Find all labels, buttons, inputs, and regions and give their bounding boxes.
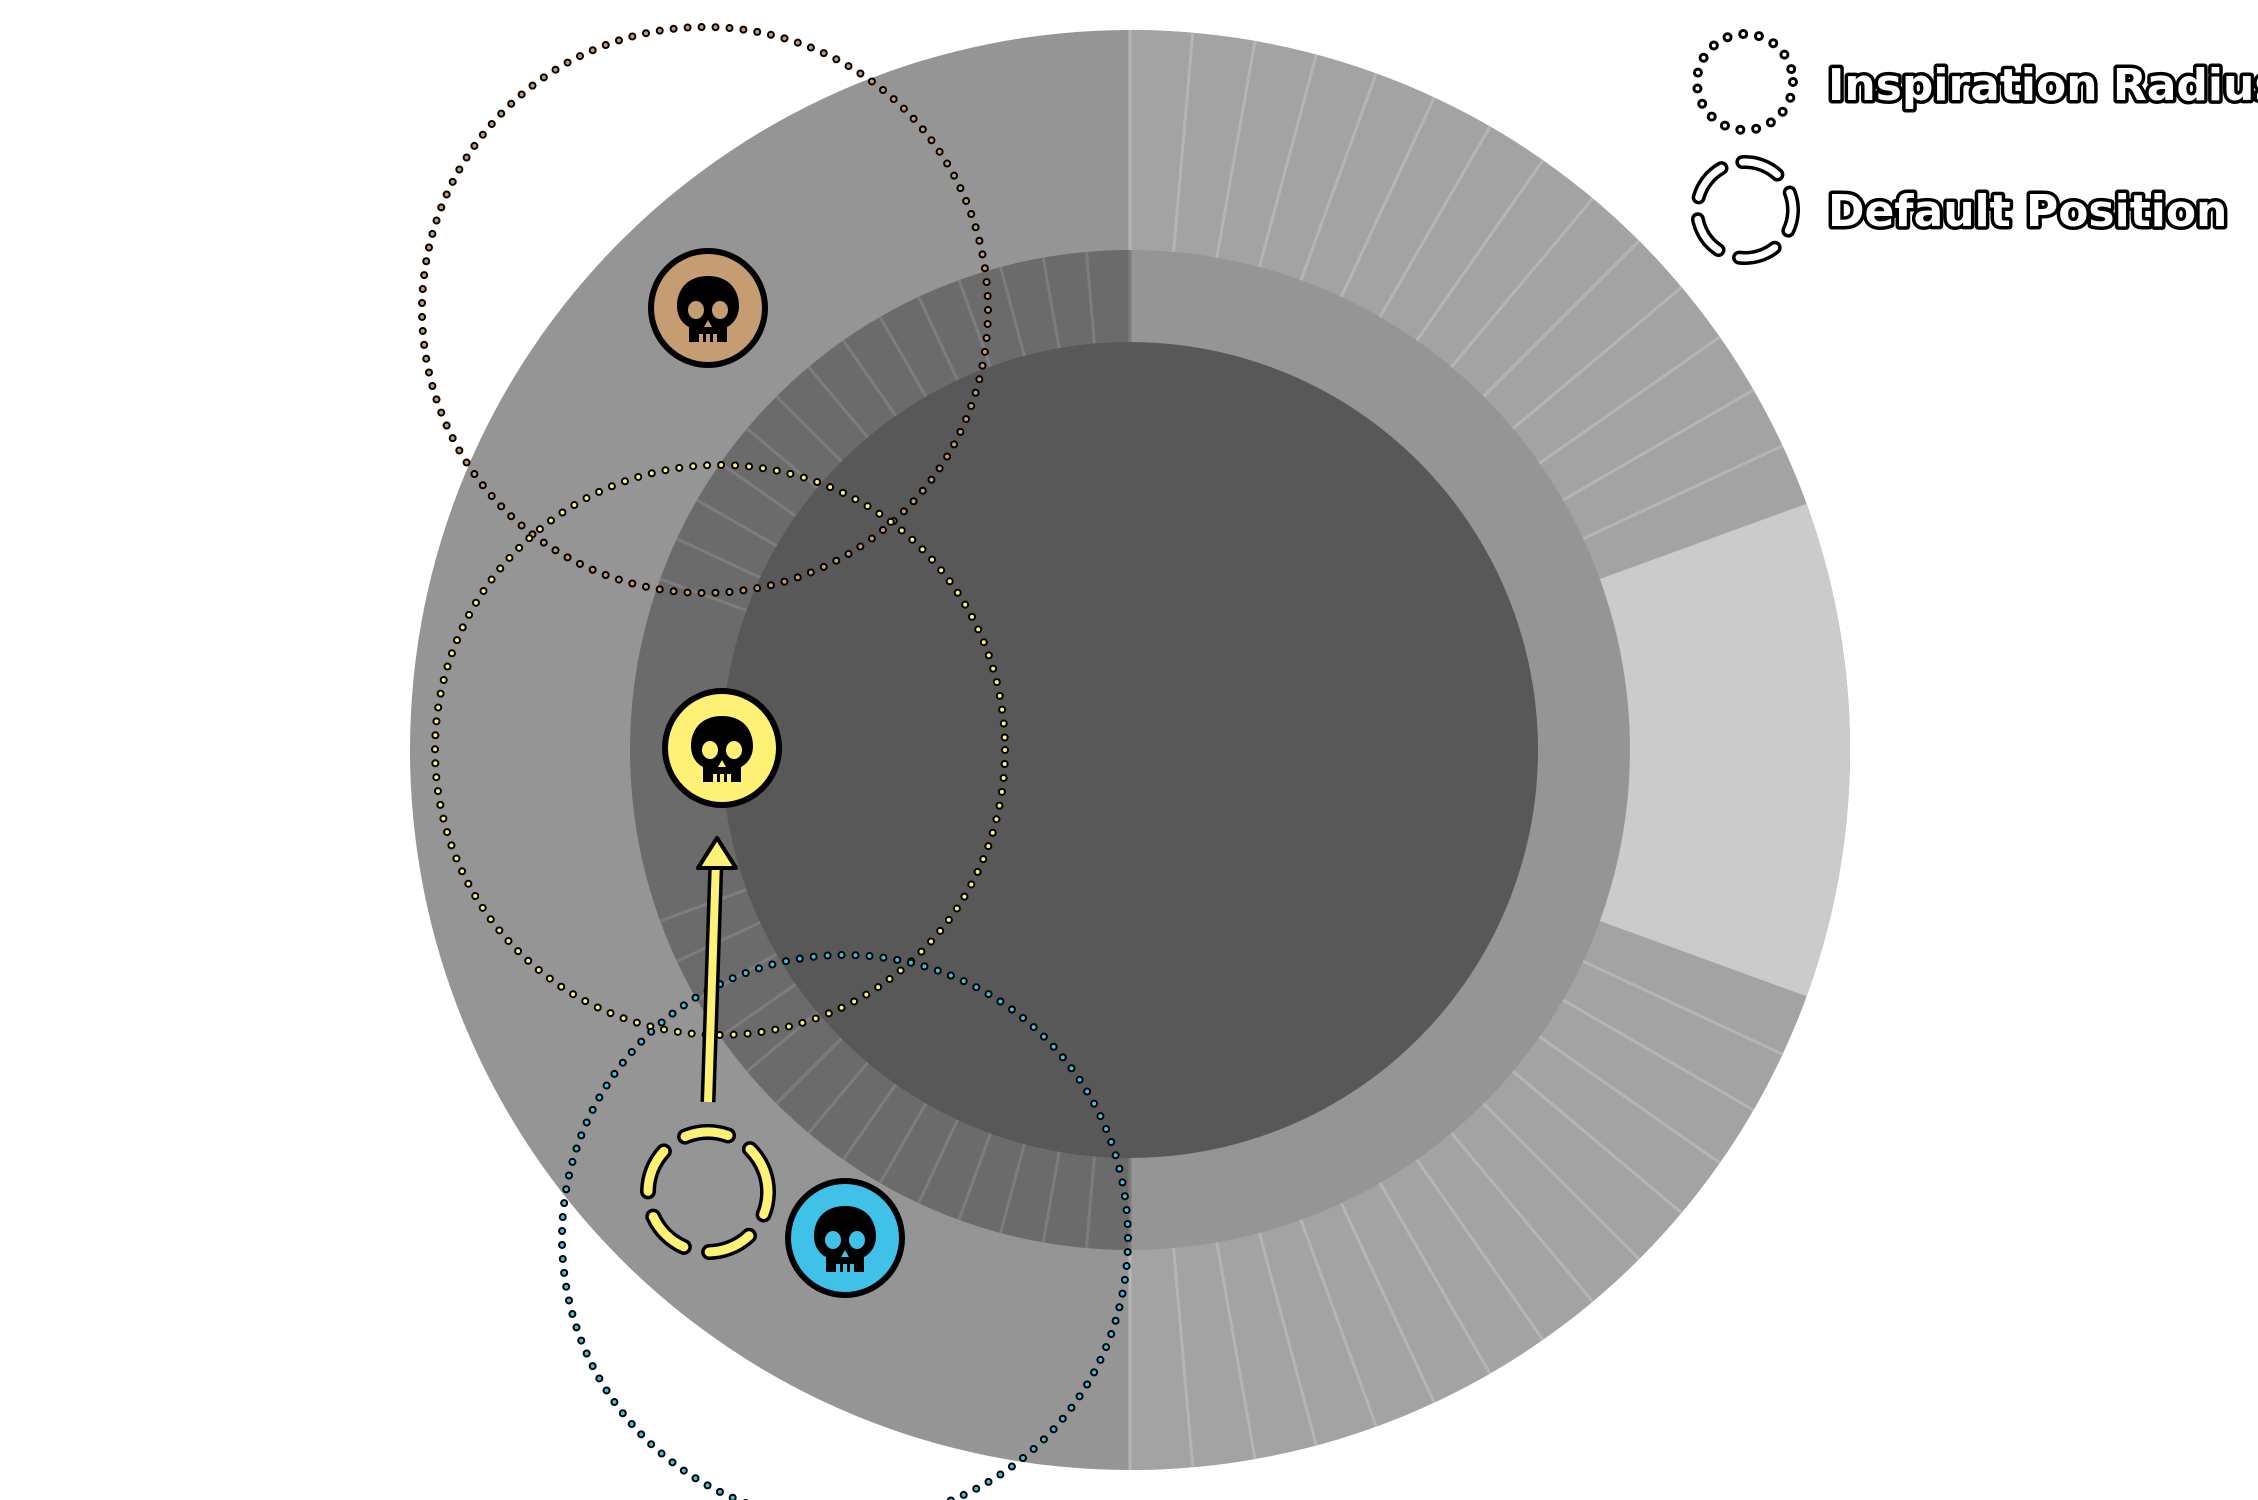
blue-token[interactable] [785,1178,905,1298]
arrow-head [696,836,738,870]
outer-tick-line [1415,1158,1545,1341]
outer-tick-lines [1128,30,1784,1470]
outer-tick-line [1512,1070,1683,1214]
yellow-inspiration-radius-inner [433,463,1007,1037]
outer-tick-line [1299,72,1378,281]
skull-icon [691,716,753,784]
skull-icon [814,1206,876,1274]
arena [410,30,1851,1470]
outer-tick-line [1482,239,1641,398]
outer-tick-line [1257,54,1318,268]
inspiration-radius-label: Inspiration Radius [1828,60,2258,111]
legend: Inspiration Radius Default Position [1690,29,2258,265]
outer-tick-line [1582,959,1784,1056]
outer-tick-line [1378,125,1492,318]
outer-tick-line [1450,197,1594,368]
outer-tick-line [1562,388,1755,502]
outer-tick-line [1339,1202,1436,1404]
outer-tick-line [1562,998,1755,1112]
outer-tick-line [1215,40,1257,258]
outer-tick-line [1582,444,1784,541]
outer-tick-line [1415,159,1545,342]
outer-tick-line [1299,1219,1378,1428]
inspiration-radius-legend-icon [1692,29,1798,135]
outer-tick-line [1378,1182,1492,1375]
blue-inspiration-radius-inner [560,953,1130,1500]
outer-ring-light-sector [1130,30,1850,1470]
outer-tick-line [1482,1102,1641,1261]
outer-tick-line [1538,1035,1721,1165]
skull-icon [677,276,739,344]
inner-disc-upper-left [722,342,1130,1158]
default-position-legend-icon [1690,155,1800,265]
outer-tick-line [1172,32,1195,253]
outer-tick-line [1215,1242,1257,1460]
yellow-token[interactable] [662,688,782,808]
brown-inspiration-radius-inner [420,25,990,595]
outer-tick-line [1339,96,1436,298]
default-position-label: Default Position [1828,186,2227,237]
outer-tick-line [1538,335,1721,465]
outer-tick-line [1450,1132,1594,1303]
outer-tick-line [1172,1247,1195,1468]
yellow-default-position [640,1124,776,1260]
middle-ring-sector [630,250,1130,1250]
outer-tick-line [1257,1232,1318,1446]
inspiration-radii [418,23,1132,1500]
outer-ring-lightest-sector [1599,503,1851,997]
outer-tick-line [1512,286,1683,430]
movement-arrow [696,836,738,1103]
brown-token[interactable] [648,248,768,368]
